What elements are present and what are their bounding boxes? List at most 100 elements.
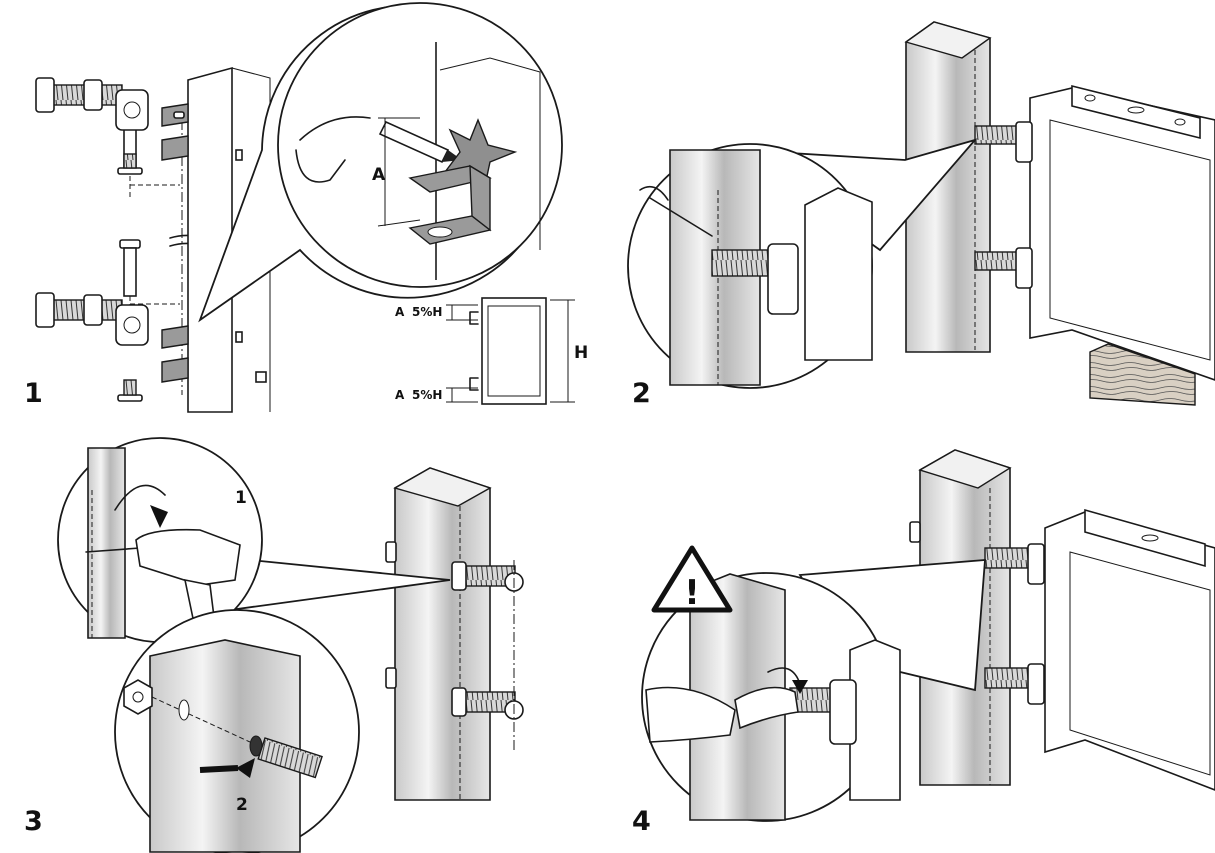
step-4-panel: ! 4 bbox=[632, 449, 1215, 837]
pin-head bbox=[119, 239, 141, 249]
post-top bbox=[918, 449, 1012, 489]
detail-marking-view: A bbox=[295, 42, 541, 280]
bracket-hole bbox=[173, 111, 185, 119]
eye-hole bbox=[123, 316, 141, 334]
screw-top bbox=[117, 153, 143, 175]
gate-post bbox=[187, 66, 233, 413]
hinge-bracket-top bbox=[161, 103, 189, 161]
bolt-nut-back bbox=[909, 521, 921, 543]
detail-post bbox=[87, 447, 126, 639]
screw-head bbox=[117, 167, 143, 175]
hinge-spacing-spec: A 5%H A 5%H H bbox=[395, 297, 588, 405]
detail-post-top bbox=[439, 57, 541, 250]
bracket-lower-plate bbox=[161, 357, 189, 383]
rotation-arrow-curve bbox=[114, 484, 166, 511]
post-clip bbox=[235, 149, 243, 161]
push-arrow-shaft bbox=[199, 765, 239, 773]
hex-nut bbox=[451, 687, 467, 717]
level-hole bbox=[1084, 94, 1096, 102]
detail-hinge-eye bbox=[767, 243, 799, 315]
eye-hole bbox=[123, 101, 141, 119]
rotation-arrow-icon bbox=[150, 505, 168, 528]
wrench-icon bbox=[734, 686, 799, 730]
gate-frame-inner bbox=[1049, 119, 1211, 361]
bolt-insert-detail-view: 2 bbox=[123, 639, 323, 853]
push-arrow-icon bbox=[236, 758, 255, 778]
bolt-nut-back bbox=[385, 667, 397, 689]
hinge-bolt bbox=[257, 737, 323, 779]
detail-gate bbox=[804, 187, 873, 361]
step-1-panel: A A 5%H A 5%H H 1 bbox=[24, 2, 588, 413]
detail-hinge-eye bbox=[829, 679, 857, 745]
detail-bracket-hole bbox=[427, 226, 453, 238]
detail-hand bbox=[645, 686, 736, 743]
pin-shaft bbox=[123, 247, 137, 297]
screw-shaft bbox=[123, 153, 137, 169]
post-clip bbox=[255, 371, 267, 383]
dim-pct-bottom-label: 5%H bbox=[412, 388, 442, 402]
hex-nut-icon bbox=[123, 679, 153, 715]
nut-hole bbox=[132, 691, 144, 703]
level-vial bbox=[1141, 534, 1159, 542]
sub-step-1-label: 1 bbox=[235, 488, 247, 508]
post-clip bbox=[235, 331, 243, 343]
post-top bbox=[393, 467, 492, 507]
eye-bolt-head bbox=[115, 304, 149, 346]
bolt-nut-back bbox=[385, 541, 397, 563]
gate-frame-inner bbox=[1069, 551, 1211, 776]
step-number-1: 1 bbox=[24, 378, 43, 409]
gate-post-side bbox=[231, 67, 271, 412]
dim-a-tick bbox=[377, 219, 421, 227]
step-number-2: 2 bbox=[632, 378, 651, 409]
hinge-eye-bottom bbox=[1027, 663, 1045, 705]
dim-a-top-label: A bbox=[395, 305, 405, 319]
sub-step-2-label: 2 bbox=[236, 795, 248, 815]
gate-outline bbox=[481, 297, 547, 405]
level-vial bbox=[1127, 106, 1145, 114]
step-3-panel: 1 2 3 bbox=[24, 437, 524, 853]
warning-icon: ! bbox=[651, 545, 733, 613]
hex-nut bbox=[35, 77, 55, 113]
hinge-bolt-assembly-bottom bbox=[35, 292, 149, 346]
bracket-lower-plate bbox=[161, 135, 189, 161]
detail-hand bbox=[295, 149, 346, 183]
detail-marking-view bbox=[639, 149, 873, 386]
dim-a-detail-label: A bbox=[372, 165, 386, 185]
hinge-eye-bottom bbox=[1015, 247, 1033, 289]
hex-nut bbox=[35, 292, 55, 328]
screw-head bbox=[117, 394, 143, 402]
detail-hand-cuff bbox=[299, 116, 371, 141]
tighten-detail-view bbox=[645, 573, 901, 821]
hex-nut bbox=[451, 561, 467, 591]
hinge-mark-top bbox=[469, 311, 479, 325]
wood-support-block bbox=[1089, 343, 1196, 406]
drill-bit bbox=[85, 547, 141, 553]
hinge-bracket-bottom bbox=[161, 325, 189, 383]
gate-inner bbox=[487, 305, 541, 397]
screw-shaft bbox=[123, 379, 137, 396]
dim-a-bottom-label: A bbox=[395, 388, 405, 402]
hex-nut bbox=[83, 79, 103, 111]
hinge-bolt-assembly-top bbox=[35, 77, 149, 131]
screw-bottom bbox=[117, 379, 143, 402]
step-number-3: 3 bbox=[24, 806, 43, 837]
detail-bracket-side bbox=[469, 164, 491, 232]
step-number-4: 4 bbox=[632, 806, 651, 837]
drill-icon bbox=[135, 528, 241, 586]
warning-triangle bbox=[651, 545, 733, 613]
bracket-upper-plate bbox=[161, 325, 189, 349]
detail-hand bbox=[639, 185, 669, 201]
dim-pct-top-label: 5%H bbox=[412, 305, 442, 319]
pencil-icon bbox=[649, 197, 713, 237]
hinge-eye-top bbox=[1015, 121, 1033, 163]
eye-bolt-head bbox=[115, 89, 149, 131]
hinge-mark-bottom bbox=[469, 377, 479, 391]
alignment-line bbox=[151, 696, 251, 743]
warning-symbol: ! bbox=[684, 573, 700, 613]
level-hole bbox=[1174, 118, 1186, 126]
detail-gate bbox=[849, 639, 901, 801]
post-top bbox=[904, 21, 992, 59]
drilled-hole bbox=[178, 699, 190, 721]
hinge-eye-top bbox=[1027, 543, 1045, 585]
step-2-panel: 2 bbox=[627, 21, 1215, 409]
